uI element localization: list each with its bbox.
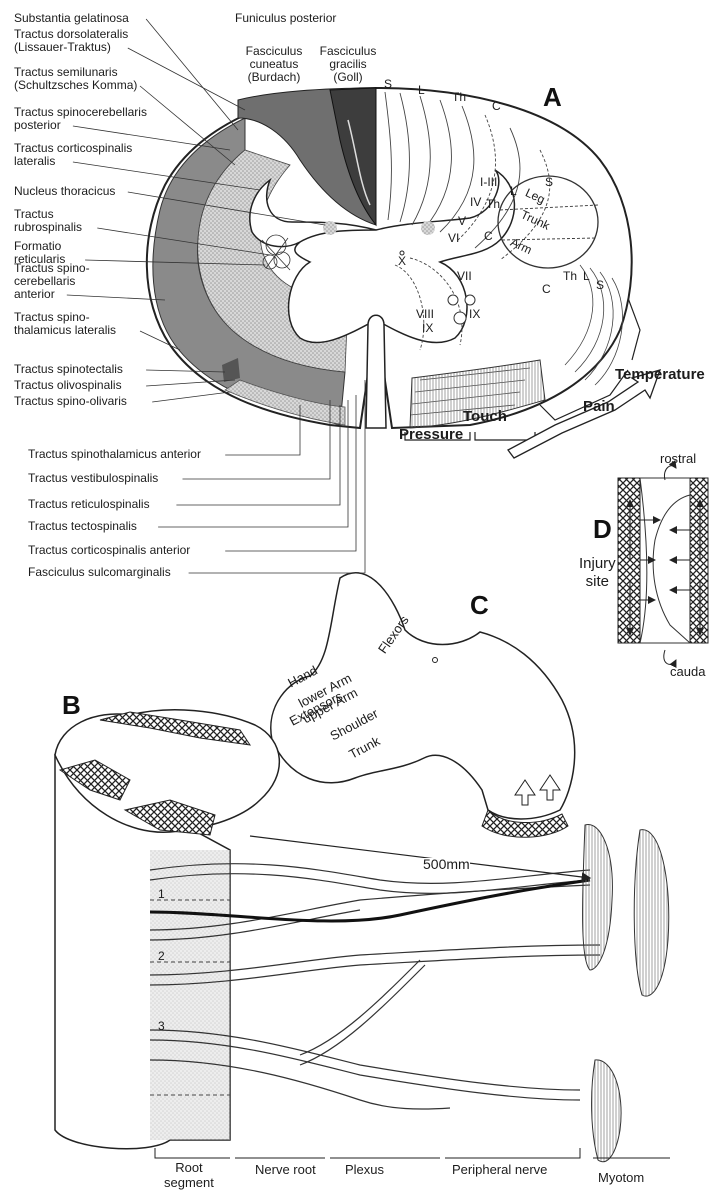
label-line: Root	[164, 1160, 214, 1175]
lamina-IX: IX	[422, 322, 433, 335]
temperature-label: Temperature	[615, 368, 705, 381]
lamina-IX: IX	[469, 308, 480, 321]
panel-b-bottom-3: Peripheral nerve	[452, 1162, 547, 1177]
lamina-V: V	[458, 215, 466, 228]
svg-text:X: X	[398, 254, 406, 268]
lamina-IV: IV	[470, 196, 481, 209]
label-line: Peripheral nerve	[452, 1162, 547, 1177]
touch-label: Touch	[463, 410, 507, 423]
pain-label: Pain	[583, 400, 615, 413]
injury-line-2: site	[579, 573, 616, 591]
segment-top-S: S	[384, 78, 392, 91]
label-line: Plexus	[345, 1162, 384, 1177]
panel-b-bottom-1: Nerve root	[255, 1162, 316, 1177]
label-line: Myotom	[598, 1170, 644, 1185]
panel-d-diagram	[618, 466, 708, 665]
segment-1-label: 1	[158, 888, 165, 901]
leader-line	[128, 48, 245, 110]
anterolateral-L: L	[510, 185, 517, 198]
panel-b-cord-nerves	[55, 710, 670, 1162]
distance-label: 500mm	[423, 858, 470, 871]
panel-b-bottom-2: Plexus	[345, 1162, 384, 1177]
segment-top-Th: Th	[452, 91, 466, 104]
injury-site-label: Injury site	[579, 555, 616, 591]
segment-top-C: C	[492, 100, 501, 113]
label-line: Nerve root	[255, 1162, 316, 1177]
dorsal-C: C	[542, 283, 551, 296]
label-line: segment	[164, 1175, 214, 1190]
anterolateral-C: C	[484, 230, 493, 243]
leader-line	[152, 392, 230, 402]
dorsal-L: L	[583, 270, 590, 283]
lamina-VII: VII	[457, 270, 472, 283]
panel-b-bottom-4: Myotom	[598, 1170, 644, 1185]
rostral-label: rostral	[660, 452, 696, 465]
lamina-VIII: VIII	[416, 308, 434, 321]
injury-line-1: Injury	[579, 555, 616, 573]
lamina-VI: VI	[448, 232, 459, 245]
dorsal-Th: Th	[563, 270, 577, 283]
dorsal-S: S	[596, 279, 604, 292]
leader-line	[146, 19, 238, 130]
segment-top-L: L	[418, 84, 425, 97]
segment-2-label: 2	[158, 950, 165, 963]
anterolateral-Th: Th	[486, 198, 500, 211]
segment-3-label: 3	[158, 1020, 165, 1033]
cauda-label: cauda	[670, 665, 705, 678]
anterolateral-S: S	[545, 176, 553, 189]
lamina-I-III: I-III	[480, 176, 497, 189]
pressure-label: Pressure	[399, 428, 463, 441]
